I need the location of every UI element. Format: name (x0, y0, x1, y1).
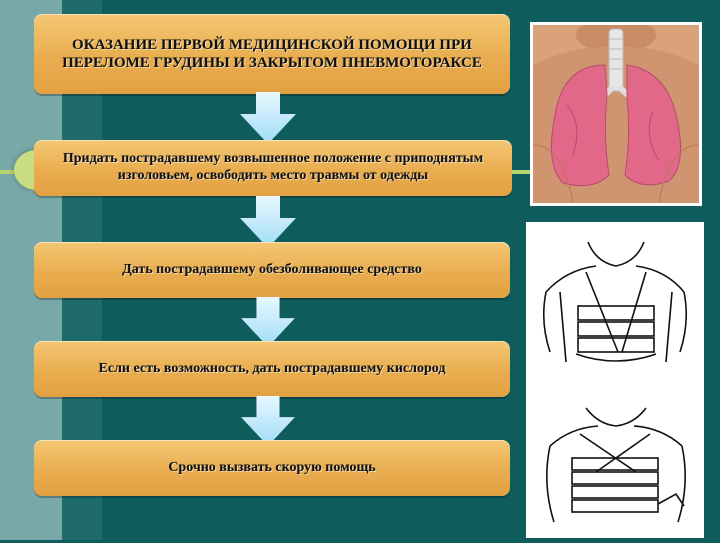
down-arrow-icon (241, 396, 295, 446)
step-4-text: Срочно вызвать скорую помощь (168, 459, 376, 475)
lungs-illustration (532, 17, 700, 204)
step-3-box: Если есть возможность, дать пострадавшем… (34, 341, 510, 397)
step-1-text: Придать пострадавшему возвышенное положе… (62, 151, 484, 183)
down-arrow-icon (241, 297, 295, 347)
lungs-image (530, 17, 702, 206)
step-2-text: Дать пострадавшему обезболивающее средст… (122, 261, 422, 277)
bandage-drawings (526, 222, 704, 538)
down-arrow-icon (240, 196, 296, 248)
title-box: ОКАЗАНИЕ ПЕРВОЙ МЕДИЦИНСКОЙ ПОМОЩИ ПРИ П… (34, 14, 510, 94)
step-3-text: Если есть возможность, дать пострадавшем… (98, 360, 446, 376)
down-arrow-icon (240, 92, 296, 144)
slide-title: ОКАЗАНИЕ ПЕРВОЙ МЕДИЦИНСКОЙ ПОМОЩИ ПРИ П… (62, 37, 482, 71)
step-1-box: Придать пострадавшему возвышенное положе… (34, 140, 512, 196)
step-2-box: Дать пострадавшему обезболивающее средст… (34, 242, 510, 298)
chest-bandage-illustration (542, 241, 688, 523)
step-4-box: Срочно вызвать скорую помощь (34, 440, 510, 496)
